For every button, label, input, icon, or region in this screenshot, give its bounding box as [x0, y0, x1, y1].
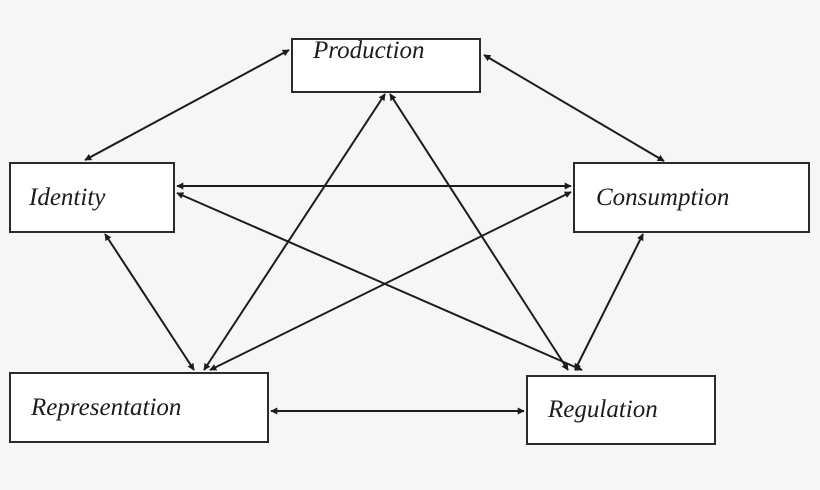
regulation-node: Regulation	[526, 375, 716, 445]
consumption-node: Consumption	[573, 162, 810, 233]
production-label: Production	[313, 37, 425, 64]
arrow-production-consumption	[483, 54, 665, 162]
arrow-production-identity	[84, 49, 290, 161]
representation-node: Representation	[9, 372, 269, 443]
arrow-production-regulation	[389, 93, 569, 371]
arrow-identity-regulation	[176, 192, 583, 371]
production-node: Production	[291, 37, 481, 93]
representation-label: Representation	[31, 393, 182, 421]
identity-node: Identity	[9, 162, 175, 233]
consumption-label: Consumption	[596, 183, 730, 211]
arrow-consumption-representation	[209, 191, 572, 371]
regulation-label: Regulation	[548, 396, 658, 423]
arrow-identity-representation	[104, 233, 195, 371]
identity-label: Identity	[29, 183, 106, 211]
arrow-consumption-regulation	[574, 233, 644, 371]
